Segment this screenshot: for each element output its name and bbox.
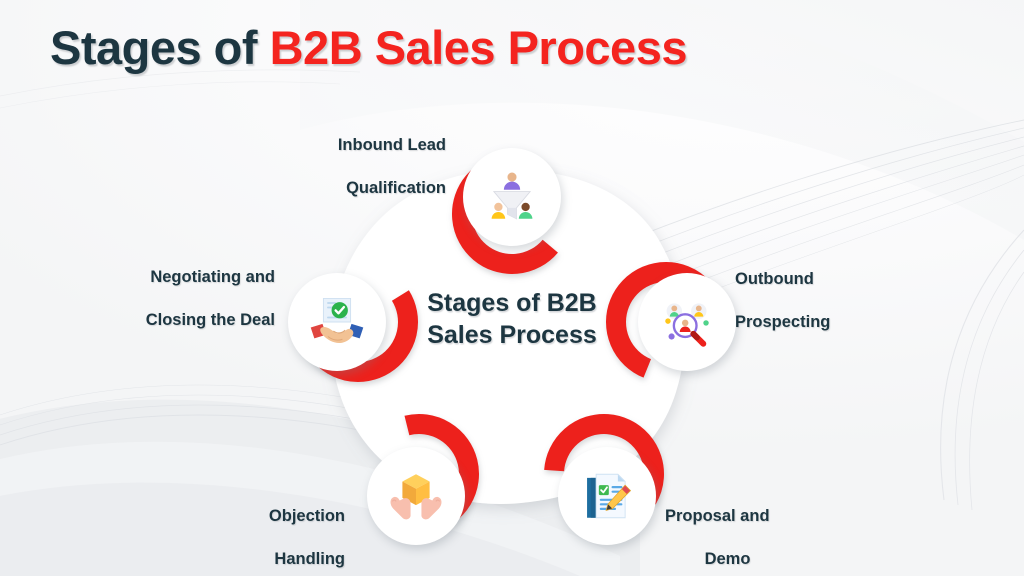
stage-arc-proposal-and-demo: [544, 413, 664, 534]
handshake-approved-contract-icon: [310, 297, 364, 343]
stage-icon-circle-negotiating-and-closing-the-deal: [288, 273, 386, 371]
stage-label-line-1: Negotiating and: [150, 267, 275, 286]
document-pencil-icon: [587, 473, 632, 519]
stage-label-line-2: Demo: [704, 550, 751, 569]
stage-icon-circle-objection-handling: [367, 447, 465, 545]
hands-holding-box-icon: [390, 474, 442, 520]
center-label: Stages of B2B Sales Process: [262, 287, 762, 351]
stage-label-negotiating-and-closing-the-deal: Negotiating and Closing the Deal: [80, 245, 275, 354]
center-label-line-2: Sales Process: [427, 321, 597, 349]
stage-label-line-1: Inbound Lead: [337, 135, 446, 154]
stage-label-line-1: Outbound: [735, 269, 814, 288]
stage-label-line-2: Qualification: [346, 179, 446, 198]
stage-icon-circle-proposal-and-demo: [558, 447, 656, 545]
cycle-diagram: Stages of B2B Sales Process: [262, 92, 762, 562]
stage-icon-circle-inbound-lead-qualification: [463, 148, 561, 246]
magnifier-people-network-icon: [665, 303, 709, 347]
sales-funnel-people-icon: [491, 172, 533, 220]
stage-label-inbound-lead-qualification: Inbound Lead Qualification: [246, 113, 446, 222]
page-title-prefix: Stages of: [50, 21, 270, 74]
center-label-line-1: Stages of B2B: [427, 289, 597, 317]
stage-label-line-2: Handling: [274, 550, 345, 569]
page-title: Stages of B2B Sales Process: [50, 20, 687, 75]
stage-label-outbound-prospecting: Outbound Prospecting: [735, 247, 935, 356]
stage-label-line-2: Closing the Deal: [145, 311, 275, 330]
stage-label-objection-handling: Objection Handling: [145, 484, 345, 576]
page-title-highlight: B2B Sales Process: [269, 21, 688, 74]
stage-label-line-2: Prospecting: [735, 313, 831, 332]
stage-label-proposal-and-demo: Proposal and Demo: [665, 484, 865, 576]
stage-label-line-1: Objection: [268, 506, 345, 525]
stage-icon-circle-outbound-prospecting: [638, 273, 736, 371]
stage-label-line-1: Proposal and: [665, 506, 770, 525]
